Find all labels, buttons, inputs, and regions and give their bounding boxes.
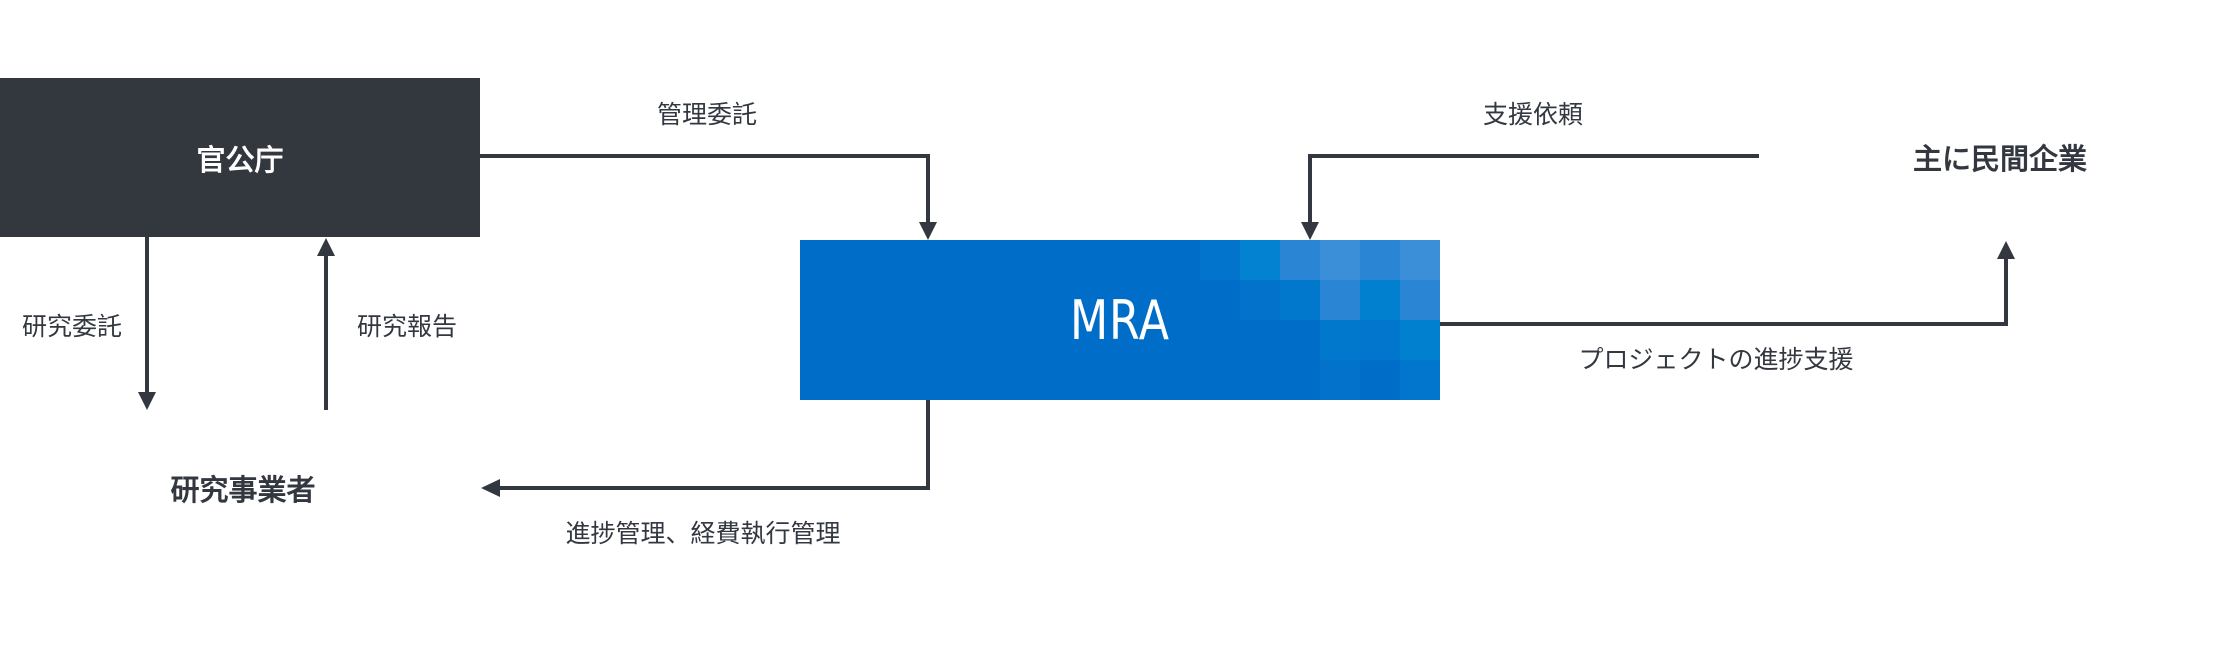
- arrowhead-up-icon: [1997, 241, 2015, 259]
- mra-label: MRA: [1070, 288, 1170, 352]
- private-companies-node: 主に民間企業: [1912, 142, 2088, 176]
- research-report-label: 研究報告: [356, 312, 458, 341]
- progress-budget-management-label: 進捗管理、経費執行管理: [565, 519, 841, 548]
- government-label: 官公庁: [196, 142, 284, 177]
- arrow-mra-to-companies: [1440, 256, 2008, 326]
- government-node: 官公庁: [0, 78, 480, 237]
- arrow-gov-to-mra: [480, 154, 930, 226]
- research-commission-label: 研究委託: [21, 312, 123, 341]
- arrow-companies-to-mra: [1308, 154, 1759, 226]
- project-progress-support-label: プロジェクトの進捗支援: [1578, 345, 1854, 374]
- arrowhead-down-icon: [138, 392, 156, 410]
- arrowhead-up-icon: [317, 238, 335, 256]
- arrowhead-down-icon: [1301, 222, 1319, 240]
- management-commission-label: 管理委託: [656, 100, 758, 129]
- arrow-mra-to-researchers: [496, 400, 930, 490]
- mra-node: MRA: [800, 240, 1440, 400]
- research-operators-node: 研究事業者: [170, 473, 316, 507]
- arrowhead-down-icon: [919, 222, 937, 240]
- arrowhead-left-icon: [481, 479, 500, 497]
- support-request-label: 支援依頼: [1482, 100, 1584, 129]
